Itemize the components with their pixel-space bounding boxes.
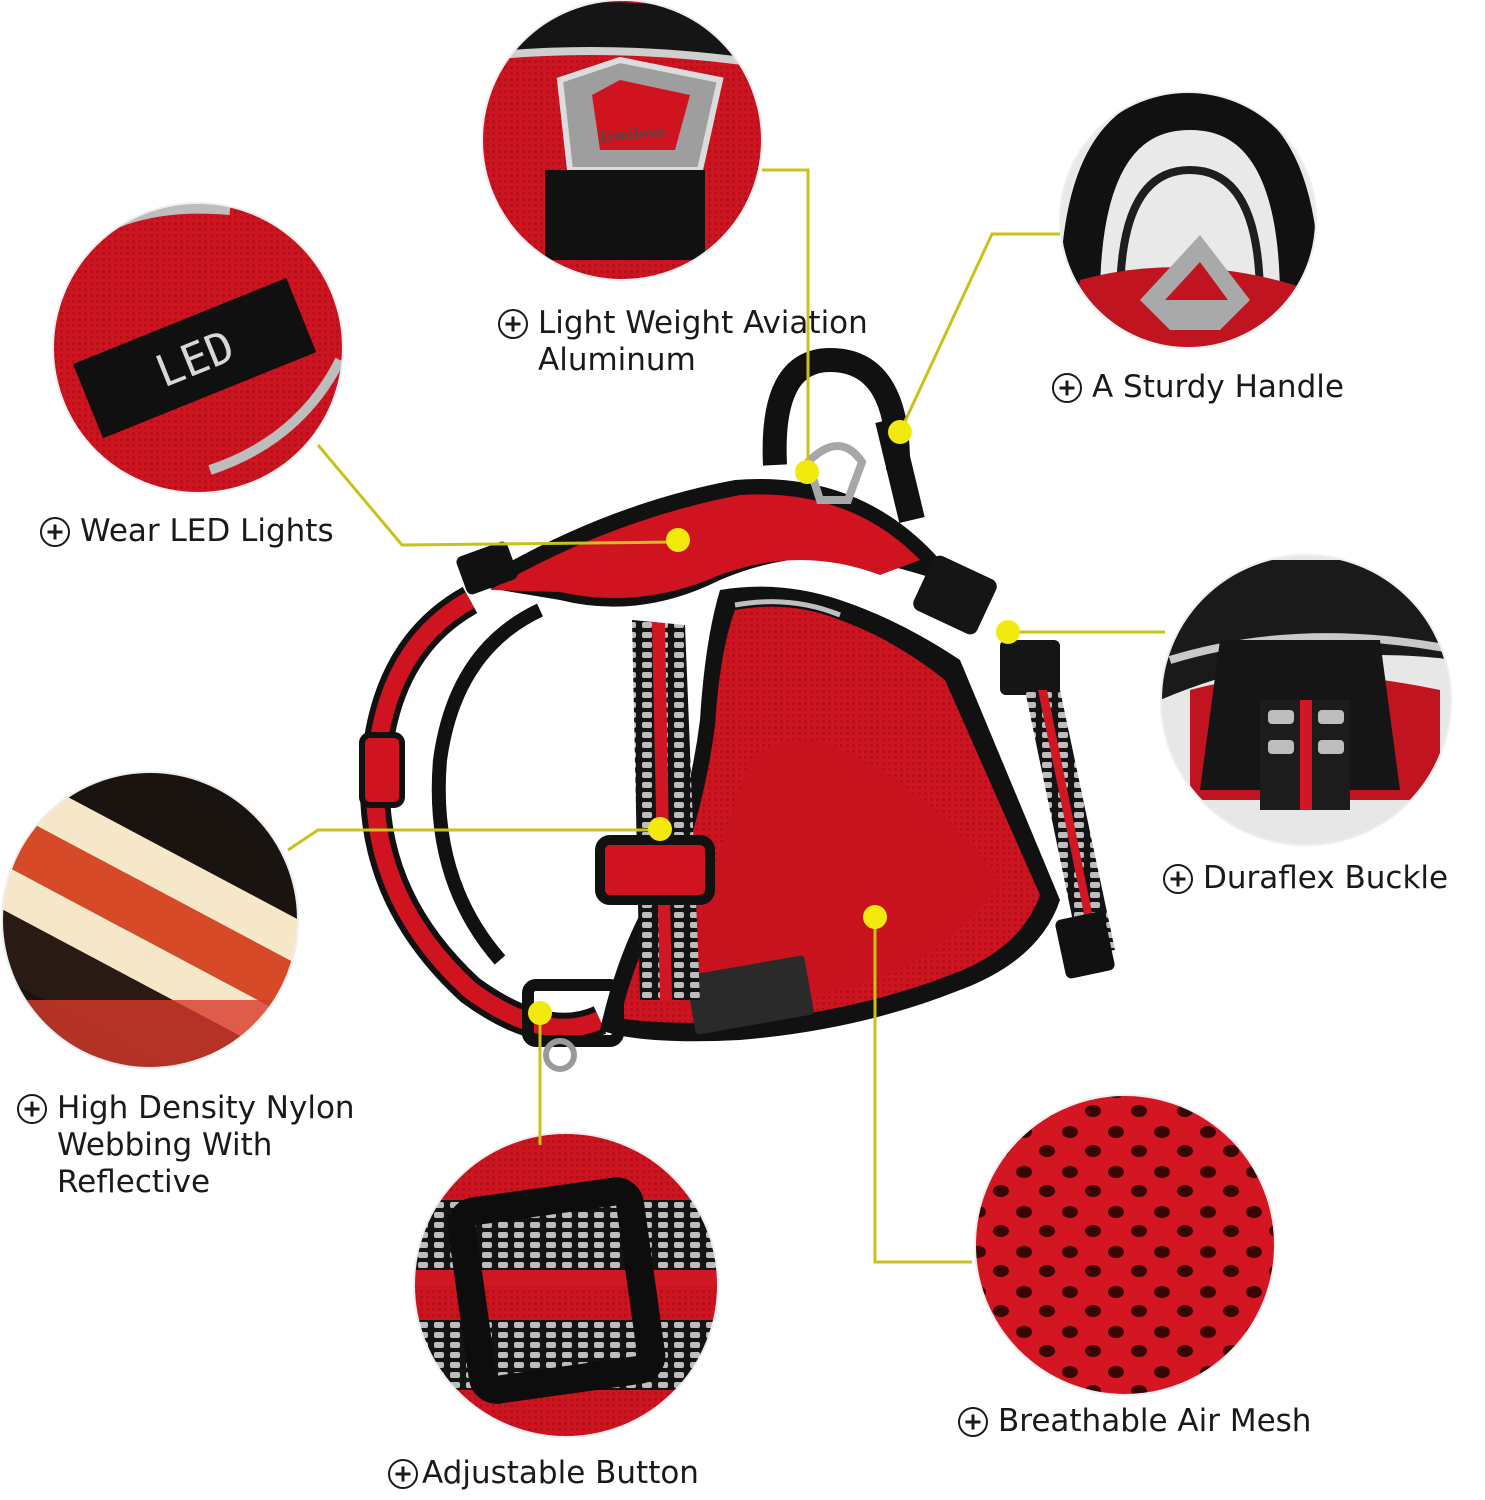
plus-circle-icon (1052, 373, 1082, 403)
button-detail-photo (414, 1133, 718, 1437)
feature-handle-label: A Sturdy Handle (1052, 369, 1344, 406)
handle-detail-photo (1060, 92, 1316, 348)
feature-button-label: Adjustable Button (388, 1455, 699, 1492)
harness-product (359, 347, 1115, 1072)
plus-circle-icon (17, 1094, 47, 1124)
feature-aluminum-label: Light Weight Aviation Aluminum (498, 305, 868, 379)
plus-circle-icon (40, 517, 70, 547)
plus-circle-icon (498, 309, 528, 339)
webbing-detail-photo (2, 772, 298, 1068)
aluminum-detail-photo (482, 0, 762, 280)
plus-circle-icon (1163, 864, 1193, 894)
callout-lines (287, 168, 1165, 1264)
buckle-detail-photo (1161, 555, 1451, 845)
feature-led-label: Wear LED Lights (40, 513, 334, 550)
plus-circle-icon (388, 1459, 418, 1489)
led-detail-photo: LED (53, 203, 343, 493)
feature-buckle-label: Duraflex Buckle (1163, 860, 1448, 897)
mesh-detail-photo (975, 1095, 1275, 1395)
feature-mesh-label: Breathable Air Mesh (958, 1403, 1311, 1440)
plus-circle-icon (958, 1407, 988, 1437)
callout-dots (528, 420, 1020, 1025)
ring-engraving: Truelove (597, 125, 666, 146)
feature-webbing-label: High Density Nylon Webbing With Reflecti… (17, 1090, 355, 1201)
